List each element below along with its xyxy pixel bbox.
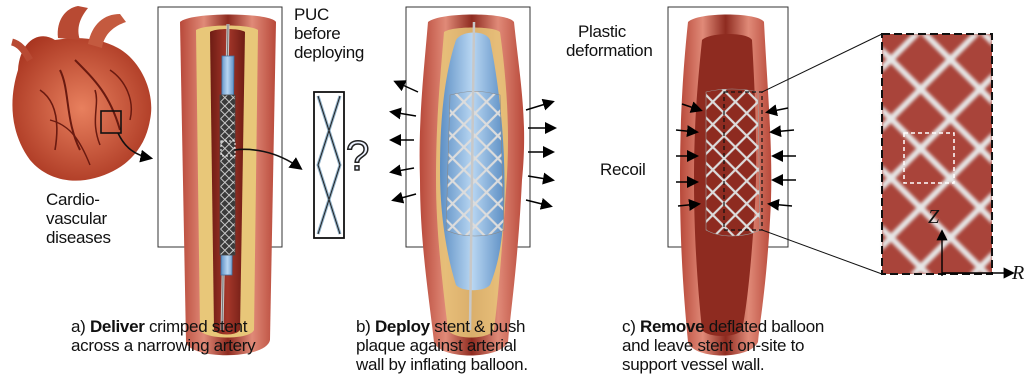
caption-b-bold: Deploy	[375, 317, 430, 336]
heart-caption-line-3: diseases	[46, 228, 111, 247]
caption-a-line-2: across a narrowing artery	[71, 336, 255, 355]
plastic-label-line-1: Plastic	[566, 22, 652, 41]
caption-c-prefix: c)	[622, 317, 640, 336]
caption-b-line-3: wall by inflating balloon.	[356, 355, 528, 374]
artery-panel-b	[392, 7, 554, 356]
recoil-label: Recoil	[600, 160, 645, 179]
z-axis-label: Z	[928, 206, 939, 229]
heart-illustration	[12, 6, 151, 181]
heart-caption-line-1: Cardio-	[46, 190, 111, 209]
artery-panel-a	[158, 7, 300, 355]
plastic-label-line-2: deformation	[566, 41, 652, 60]
caption-a-rest: crimped stent	[145, 317, 248, 336]
caption-c-bold: Remove	[640, 317, 704, 336]
caption-a: a) Deliver crimped stent across a narrow…	[71, 317, 255, 355]
caption-b-line-2: plaque against arterial	[356, 336, 528, 355]
question-mark: ?	[346, 132, 369, 180]
puc-label: PUC before deploying	[294, 5, 364, 62]
puc-label-line-1: PUC	[294, 5, 364, 24]
puc-label-line-2: before	[294, 24, 364, 43]
puc-unit-cell	[314, 92, 344, 238]
caption-b-rest: stent & push	[430, 317, 525, 336]
caption-c-rest: deflated balloon	[704, 317, 824, 336]
caption-c-line-3: support vessel wall.	[622, 355, 824, 374]
caption-a-bold: Deliver	[90, 317, 145, 336]
heart-caption: Cardio- vascular diseases	[46, 190, 111, 247]
r-axis-label: R	[1012, 262, 1024, 285]
caption-c: c) Remove deflated balloon and leave ste…	[622, 317, 824, 374]
zoomed-stent-mesh	[882, 34, 1012, 276]
caption-b: b) Deploy stent & push plaque against ar…	[356, 317, 528, 374]
caption-c-line-2: and leave stent on-site to	[622, 336, 824, 355]
puc-label-line-3: deploying	[294, 43, 364, 62]
plastic-label: Plastic deformation	[566, 22, 652, 60]
caption-a-prefix: a)	[71, 317, 90, 336]
artery-panel-c	[668, 7, 882, 356]
heart-caption-line-2: vascular	[46, 209, 111, 228]
caption-b-prefix: b)	[356, 317, 375, 336]
